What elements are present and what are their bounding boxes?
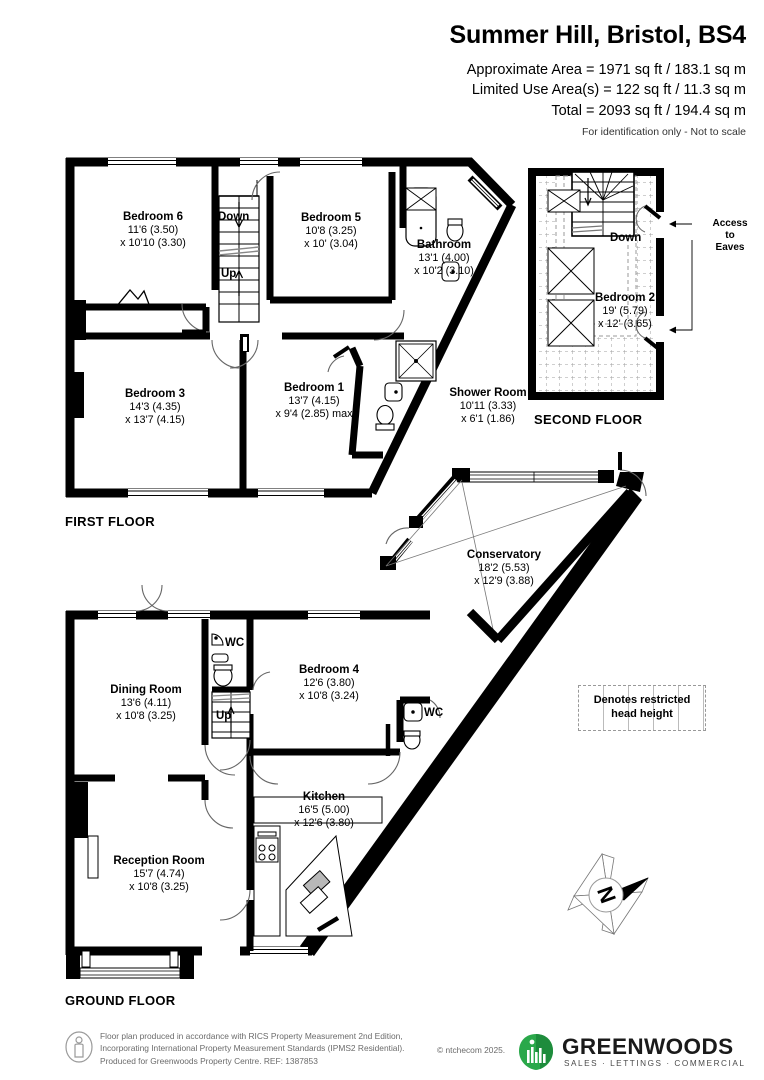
bath-fixture [405, 187, 437, 247]
legend-text: Denotes restricted head height [593, 694, 691, 720]
conservatory-glazing-top [452, 468, 614, 483]
room-label-bedroom-4: Bedroom 4 12'6 (3.80) x 10'8 (3.24) [298, 664, 360, 703]
floor-label-ground: GROUND FLOOR [65, 993, 176, 1008]
greenwoods-logo-icon [519, 1034, 553, 1070]
ground-floor-plan [65, 488, 642, 979]
room-label-reception-room: Reception Room 15'7 (4.74) x 10'8 (3.25) [113, 855, 205, 894]
compass-rose: N [567, 852, 649, 936]
room-label-bedroom-1: Bedroom 1 13'7 (4.15) x 9'4 (2.85) max [275, 382, 353, 421]
room-label-bedroom-5: Bedroom 5 10'8 (3.25) x 10' (3.04) [300, 212, 362, 251]
conservatory-door-arc [619, 469, 647, 497]
compass-center-circle [588, 877, 624, 913]
stair-tag-down-first: Down [218, 211, 250, 223]
ground-floor-diagonal-wall [300, 488, 642, 956]
eaves-opening-lower [656, 316, 666, 342]
scale-disclaimer: For identification only - Not to scale [582, 126, 746, 139]
eaves-door-leaf-lower [643, 336, 662, 352]
shower-room-door-leaf [332, 345, 351, 359]
conservatory-plan [380, 452, 647, 635]
conservatory-dimension-lines [385, 479, 627, 635]
basin-fixture-shower-room [384, 382, 403, 402]
kitchen-window [250, 947, 308, 956]
stair-tag-down-second: Down [610, 232, 642, 244]
restricted-head-height-legend: Denotes restricted head height [578, 685, 706, 731]
person-icon [65, 1031, 93, 1063]
ground-floor-staircase [211, 691, 251, 739]
room-label-kitchen: Kitchen 16'5 (5.00) x 12'6 (3.80) [294, 791, 354, 830]
greenwoods-brand-tagline: SALES · LETTINGS · COMMERCIAL [564, 1059, 746, 1068]
page-title: Summer Hill, Bristol, BS4 [449, 21, 747, 49]
conservatory-entry-leaf [316, 916, 340, 932]
first-floor-interior-walls [68, 162, 407, 493]
toilet-fixture-shower-room [375, 404, 395, 431]
second-floor-furniture [547, 189, 595, 347]
bedroom3-chimney-breast [70, 372, 84, 418]
legend-hatch-box [578, 685, 706, 731]
bedroom6-recess [70, 300, 86, 340]
room-label-conservatory: Conservatory 18'2 (5.53) x 12'9 (3.88) [466, 549, 542, 588]
room-label-bedroom-3: Bedroom 3 14'3 (4.35) x 13'7 (4.15) [124, 388, 186, 427]
room-label-shower-room: Shower Room 10'11 (3.33) x 6'1 (1.86) [449, 387, 527, 426]
shower-tray-fixture [395, 340, 437, 382]
greenwoods-brand: GREENWOODS SALES · LETTINGS · COMMERCIAL [518, 1032, 750, 1072]
toilet-fixture-bathroom [446, 218, 464, 242]
wc-label-right: WC [424, 707, 444, 719]
access-to-eaves-label: Access to Eaves [712, 218, 748, 253]
door-jamb-gap [243, 337, 247, 351]
stair-tag-up-ground: Up [216, 710, 232, 722]
bathroom-window [467, 175, 503, 211]
first-floor-exterior-walls [65, 157, 517, 498]
ground-floor-interior-walls [70, 619, 430, 951]
bedroom6-fireplace [115, 289, 151, 308]
greenwoods-brand-name: GREENWOODS [562, 1034, 734, 1059]
total-area: Total = 2093 sq ft / 194.4 sq m [551, 102, 746, 119]
room-label-bathroom: Bathroom 13'1 (4.00) x 10'2 (3.10) [414, 239, 474, 278]
stair-tag-up-first: Up [221, 268, 237, 280]
floor-label-first: FIRST FLOOR [65, 514, 155, 529]
second-floor-plan [528, 168, 693, 400]
first-floor-plan [65, 157, 517, 498]
first-floor-top-windows [108, 158, 362, 167]
basin-fixture-bathroom [441, 261, 460, 282]
ground-floor-entry-door-arcs [135, 584, 169, 612]
floor-label-second: SECOND FLOOR [534, 412, 643, 427]
ground-floor-doors [204, 671, 441, 921]
room-label-bedroom-6: Bedroom 6 11'6 (3.50) x 10'10 (3.30) [120, 211, 186, 250]
wc-left-fixtures [211, 633, 233, 687]
reception-chimney-breast [70, 782, 88, 838]
second-floor-staircase [571, 171, 635, 237]
reception-fireplace [87, 835, 99, 879]
limited-use-area: Limited Use Area(s) = 122 sq ft / 11.3 s… [471, 82, 746, 99]
eaves-door-leaf-upper [643, 204, 662, 220]
approximate-area: Approximate Area = 1971 sq ft / 183.1 sq… [466, 61, 746, 78]
ground-floor-top-windows [98, 611, 360, 620]
first-floor-bottom-windows [128, 489, 324, 498]
wc-right-fixtures [403, 702, 423, 750]
eaves-leader-lines [668, 220, 693, 334]
eaves-opening-upper [656, 212, 666, 238]
footer-copyright: © ntchecom 2025. [437, 1045, 506, 1055]
first-floor-staircase [218, 180, 260, 323]
kitchen-units [253, 796, 383, 937]
room-label-dining-room: Dining Room 13'6 (4.11) x 10'8 (3.25) [110, 684, 182, 723]
plan-header: Summer Hill, Bristol, BS4 Approximate Ar… [186, 21, 747, 139]
room-label-bedroom-2: Bedroom 2 19' (5.79) x 12' (3.65) [594, 292, 656, 331]
wc-label-left: WC [225, 637, 245, 649]
plan-footer: Floor plan produced in accordance with R… [0, 1014, 764, 1080]
footer-disclaimer: Floor plan produced in accordance with R… [100, 1031, 405, 1066]
bay-window-reception [66, 950, 194, 979]
